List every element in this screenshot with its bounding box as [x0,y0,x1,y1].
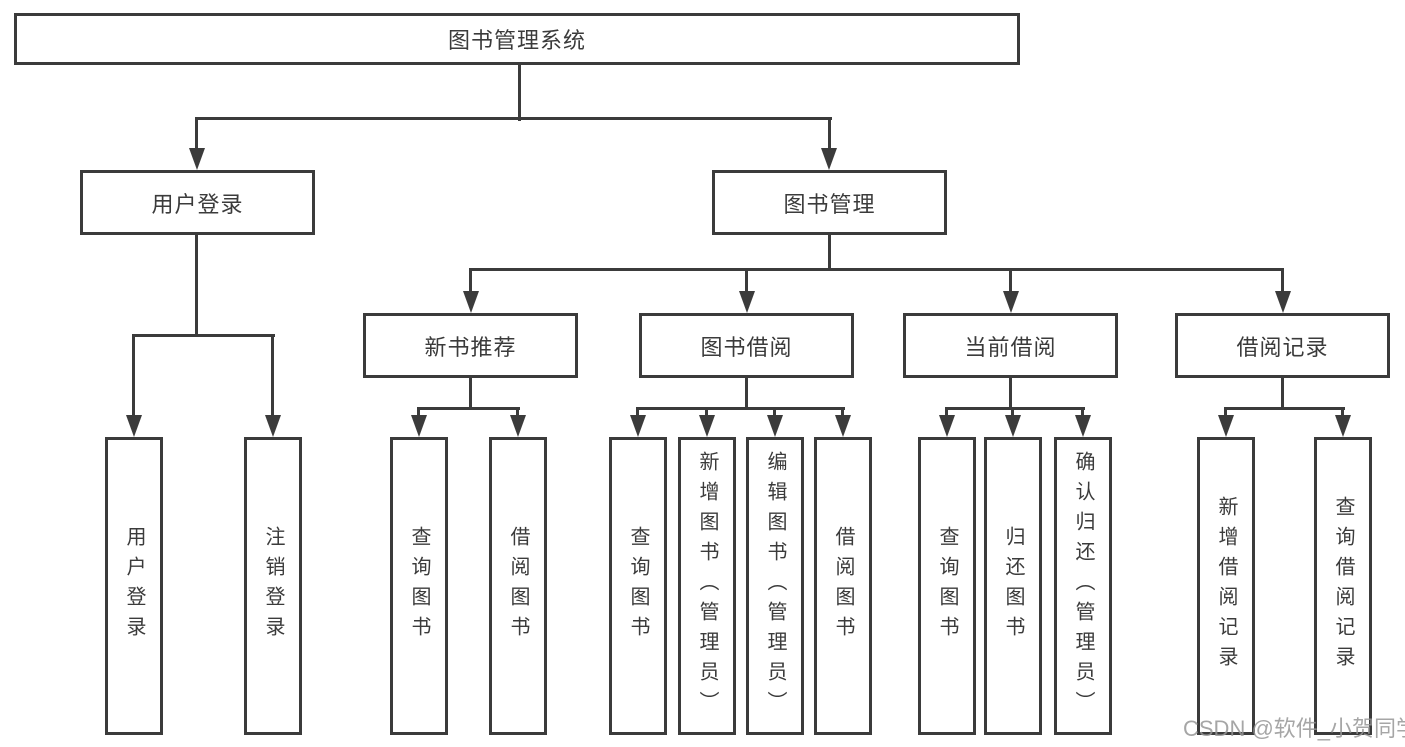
leaf-borrow-books: 借阅图书 [489,437,547,735]
connector-line [417,407,520,410]
leaf-query-books: 查询图书 [918,437,976,735]
node-user-login: 用户登录 [80,170,315,235]
arrow-down-icon [767,415,783,437]
arrow-down-icon [1075,415,1091,437]
node-borrowing-records: 借阅记录 [1175,313,1390,378]
connector-line [469,268,1284,271]
node-label: 借阅图书 [832,526,854,646]
arrow-down-icon [265,415,281,437]
connector-line [828,118,831,150]
leaf-query-books: 查询图书 [609,437,667,735]
node-label: 注销登录 [262,526,284,646]
connector-line [773,409,776,419]
leaf-borrow-books: 借阅图书 [814,437,872,735]
node-label: 借阅记录 [1236,334,1329,360]
node-label: 用户登录 [123,526,145,646]
connector-line [1224,409,1227,419]
arrow-down-icon [189,148,205,170]
node-label: 图书借阅 [700,334,793,360]
connector-line [1224,407,1345,410]
leaf-user-login: 用户登录 [105,437,163,735]
connector-line [945,407,1085,410]
arrow-down-icon [739,291,755,313]
node-label: 查询图书 [627,526,649,646]
connector-line [1341,409,1344,419]
connector-line [516,409,519,419]
connector-line [1009,378,1012,409]
arrow-down-icon [1275,291,1291,313]
arrow-down-icon [1218,415,1234,437]
connector-line [1281,270,1284,294]
leaf-query-books: 查询图书 [390,437,448,735]
arrow-down-icon [1335,415,1351,437]
arrow-down-icon [835,415,851,437]
arrow-down-icon [463,291,479,313]
connector-line [745,270,748,294]
connector-line [1011,409,1014,419]
connector-line [195,235,198,336]
node-label: 新增借阅记录 [1215,496,1237,676]
node-new-book-recommendation: 新书推荐 [363,313,578,378]
arrow-down-icon [1005,415,1021,437]
arrow-down-icon [510,415,526,437]
node-label: 查询图书 [408,526,430,646]
node-label: 新书推荐 [424,334,517,360]
leaf-query-borrow-record: 查询借阅记录 [1314,437,1372,735]
node-label: 借阅图书 [507,526,529,646]
arrow-down-icon [821,148,837,170]
leaf-confirm-return-admin: 确认归还（管理员） [1054,437,1112,735]
arrow-down-icon [126,415,142,437]
node-label: 编辑图书（管理员） [764,451,786,721]
node-label: 确认归还（管理员） [1072,451,1094,721]
connector-line [745,378,748,409]
arrow-down-icon [1003,291,1019,313]
connector-line [195,117,832,120]
connector-line [828,235,831,270]
connector-line [132,334,275,337]
leaf-logout: 注销登录 [244,437,302,735]
node-book-management: 图书管理 [712,170,947,235]
connector-line [469,378,472,409]
arrow-down-icon [699,415,715,437]
arrow-down-icon [411,415,427,437]
connector-line [705,409,708,419]
node-label: 新增图书（管理员） [696,451,718,721]
node-label: 查询图书 [936,526,958,646]
connector-line [945,409,948,419]
node-label: 图书管理 [783,191,876,217]
node-library-management-system: 图书管理系统 [14,13,1020,65]
node-label: 图书管理系统 [447,28,586,53]
leaf-add-book-admin: 新增图书（管理员） [678,437,736,735]
node-label: 用户登录 [151,191,244,217]
connector-line [417,409,420,419]
arrow-down-icon [630,415,646,437]
connector-line [469,270,472,294]
connector-line [1281,378,1284,409]
node-label: 查询借阅记录 [1332,496,1354,676]
node-label: 归还图书 [1002,526,1024,646]
connector-line [271,336,274,416]
arrow-down-icon [939,415,955,437]
leaf-edit-book-admin: 编辑图书（管理员） [746,437,804,735]
connector-line [518,65,521,121]
connector-line [132,336,135,416]
leaf-add-borrow-record: 新增借阅记录 [1197,437,1255,735]
leaf-return-book: 归还图书 [984,437,1042,735]
connector-line [1081,409,1084,419]
node-label: 当前借阅 [964,334,1057,360]
connector-line [636,409,639,419]
connector-line [841,409,844,419]
connector-line [1009,270,1012,294]
watermark-text: CSDN @软件_小贺同学 [1183,716,1405,741]
connector-line [636,407,845,410]
node-current-borrowing: 当前借阅 [903,313,1118,378]
node-book-borrowing: 图书借阅 [639,313,854,378]
connector-line [195,118,198,150]
